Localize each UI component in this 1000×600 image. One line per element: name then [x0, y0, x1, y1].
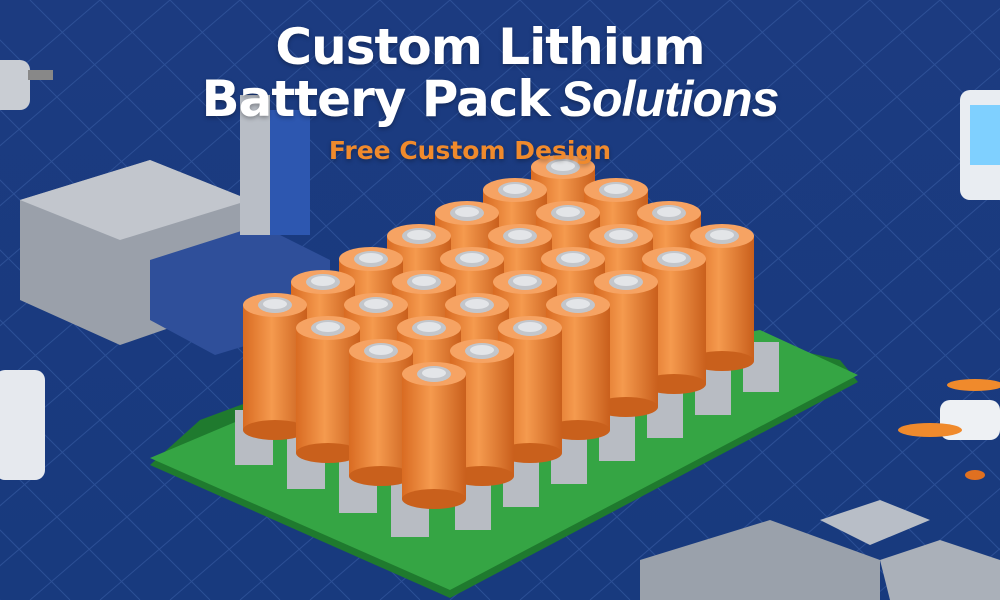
- subtitle: Free Custom Design: [328, 136, 612, 165]
- headline-emphasis: Solutions: [559, 71, 780, 127]
- monitor-model: [960, 90, 1000, 200]
- headline-line1: Custom Lithium: [275, 18, 705, 76]
- chip-models: [640, 500, 1000, 600]
- battery-cell: [402, 362, 466, 509]
- battery-cell: [349, 339, 413, 486]
- drone-model: [898, 379, 1000, 480]
- headline-line2-main: Battery Pack: [201, 70, 551, 128]
- drill-model: [0, 60, 53, 110]
- robot-arm-model: [0, 370, 45, 480]
- battery-cells: [243, 155, 754, 509]
- factory-model: [20, 95, 330, 355]
